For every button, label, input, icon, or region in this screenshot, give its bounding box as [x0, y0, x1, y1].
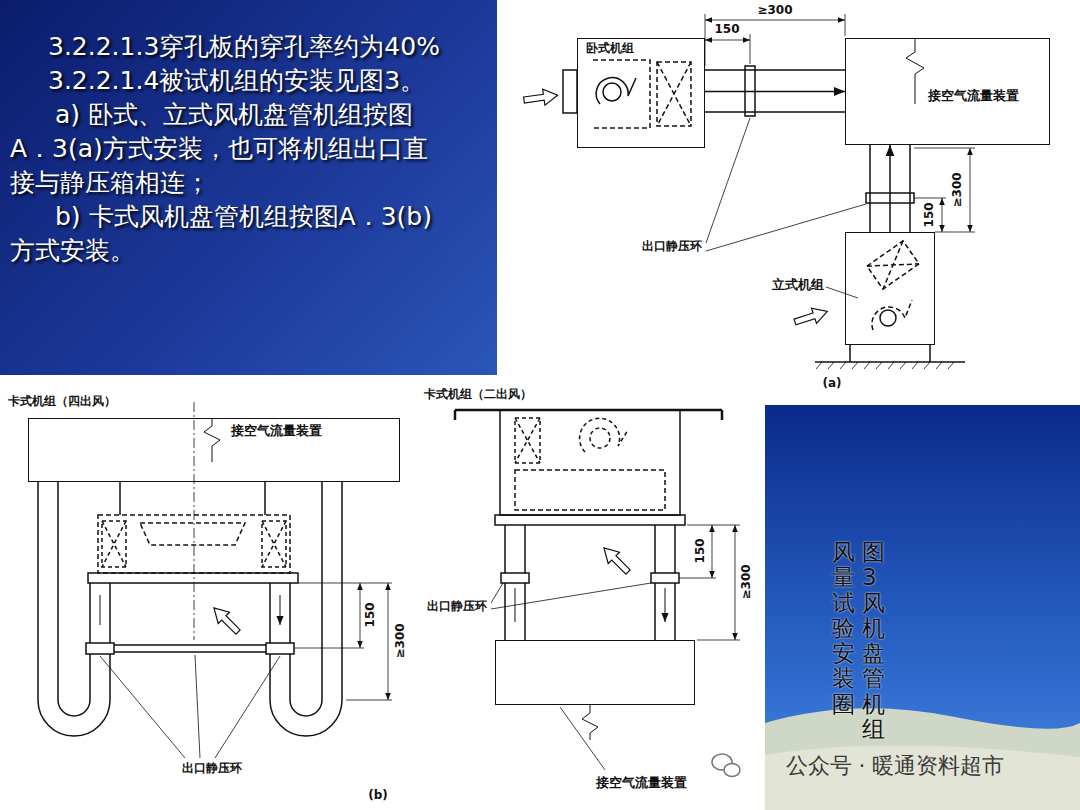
text-slot: 接空气流量装置 [231, 424, 322, 439]
dimension-text: ≥300 [740, 564, 754, 599]
text-slot: 图3 风机盘管机组 [862, 540, 885, 742]
label-slot: 出口静压环 [642, 240, 702, 254]
dimension-text: 150 [694, 538, 708, 563]
dimension-text: 150 [923, 202, 937, 227]
part-label: 卡式机组（二出风） [424, 388, 532, 402]
component-label: 卧式机组 [586, 42, 634, 56]
hill-shape [765, 745, 1080, 810]
airflow-arrow [705, 91, 845, 93]
two-way-cassette-drawing [455, 410, 722, 740]
label-slot: (b) [368, 789, 388, 803]
component-label: 接空气流量装置 [928, 89, 1019, 104]
text-slot: b) 卡式风机盘管机组按图A．3(b)方式安装。 [10, 200, 447, 268]
part-label: 出口静压环 [182, 762, 242, 776]
dimension-lines [100, 583, 392, 758]
caption-panel: 图3 风机盘管机组风量试验安装圈 [765, 405, 1080, 810]
body-paragraph: 3.2.2.1.4被试机组的安装见图3。 [10, 64, 447, 98]
text-panel: 3.2.2.1.3穿孔板的穿孔率约为40%3.2.2.1.4被试机组的安装见图3… [0, 0, 497, 375]
text-slot: 立式机组 [772, 278, 824, 293]
text-slot: 卧式机组 [586, 42, 634, 56]
dimension-text: 150 [364, 602, 378, 627]
body-paragraph: 3.2.2.1.3穿孔板的穿孔率约为40% [10, 30, 447, 64]
subfigure-tag: (a) [822, 377, 841, 391]
body-paragraph: b) 卡式风机盘管机组按图A．3(b)方式安装。 [10, 200, 447, 268]
label-slot: 卡式机组（二出风） [424, 388, 532, 402]
hill-shape [765, 708, 1080, 810]
part-label: ≥300 [757, 4, 792, 18]
label-slot: 150 [364, 602, 378, 627]
airflow-measuring-device: 接空气流量装置 [495, 640, 695, 705]
figure-caption: 图3 风机盘管机组 [862, 540, 885, 742]
landscape-background [765, 405, 1080, 810]
subfigure-tag: (b) [368, 789, 388, 803]
vertical-unit: 立式机组 [845, 232, 935, 345]
component-label: 立式机组 [772, 278, 824, 293]
airflow-measuring-device: 接空气流量装置 [28, 418, 400, 482]
four-way-cassette-drawing [38, 402, 342, 736]
label-slot: ≥300 [740, 564, 754, 599]
wechat-icon [712, 754, 740, 777]
component-label: 接空气流量装置 [596, 776, 687, 791]
part-label: 出口静压环 [427, 600, 487, 614]
text-slot: 3.2.2.1.4被试机组的安装见图3。 [10, 64, 447, 98]
watermark: 公众号 · 暖通资料超市 [786, 753, 1005, 778]
text-slot: 3.2.2.1.3穿孔板的穿孔率约为40% [10, 30, 447, 64]
label-slot: 150 [694, 538, 708, 563]
label-slot: 卡式机组（四出风） [8, 395, 116, 409]
label-slot: 150 [714, 23, 739, 37]
part-label: 出口静压环 [642, 240, 702, 254]
horizontal-unit: 卧式机组 [577, 38, 705, 148]
figure-caption: 风量试验安装圈 [832, 540, 855, 717]
label-slot: 出口静压环 [182, 762, 242, 776]
airflow-measuring-device: 接空气流量装置 [845, 38, 1050, 145]
airflow-arrow [889, 145, 891, 232]
label-slot: 150 [923, 202, 937, 227]
component-label: 接空气流量装置 [231, 424, 322, 439]
dimension-text: ≥300 [394, 623, 408, 658]
label-slot: 公众号 · 暖通资料超市 [786, 753, 1005, 778]
text-slot: 接空气流量装置 [596, 776, 687, 791]
label-slot: (a) [822, 377, 841, 391]
dimension-text: ≥300 [951, 172, 965, 207]
text-slot: 风量试验安装圈 [832, 540, 855, 717]
label-slot: 出口静压环 [427, 600, 487, 614]
dimension-lines [491, 525, 740, 770]
part-label: 卡式机组（四出风） [8, 395, 116, 409]
horizontal-unit-drawing [523, 60, 845, 128]
text-slot: a) 卧式、立式风机盘管机组按图A．3(a)方式安装，也可将机组出口直接与静压箱… [10, 98, 447, 200]
label-slot: ≥300 [951, 172, 965, 207]
part-label: 150 [714, 23, 739, 37]
label-slot: ≥300 [757, 4, 792, 18]
vertical-unit-drawing [793, 38, 965, 369]
label-slot: ≥300 [394, 623, 408, 658]
body-paragraph: a) 卧式、立式风机盘管机组按图A．3(a)方式安装，也可将机组出口直接与静压箱… [10, 98, 447, 200]
text-slot: 接空气流量装置 [928, 89, 1019, 104]
